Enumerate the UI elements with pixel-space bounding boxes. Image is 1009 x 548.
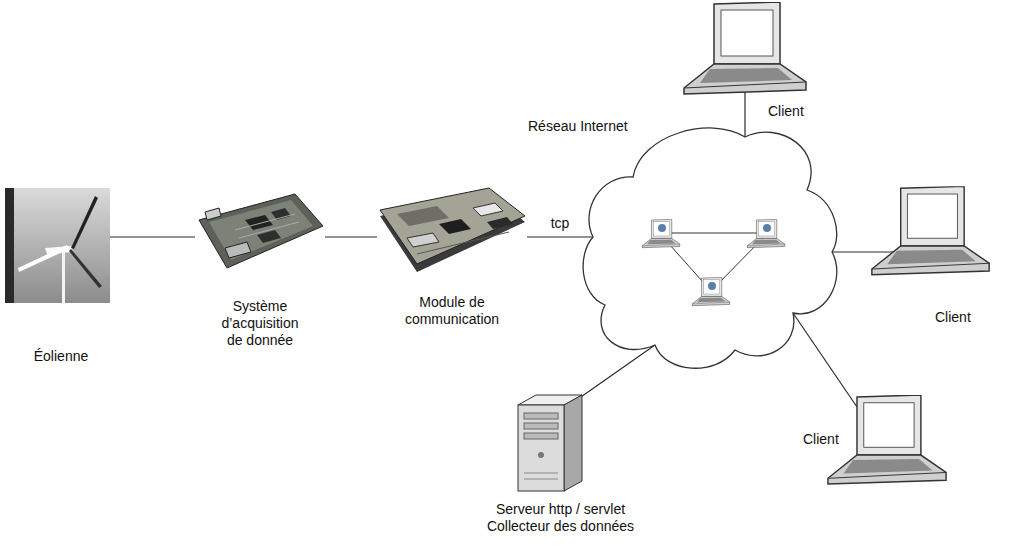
connector-line [793,313,857,407]
connector-line [325,236,377,237]
connector-line [578,345,655,399]
internet-cloud: Réseau Internet [585,105,835,375]
connector-line [527,236,593,237]
client-laptop: Client [865,186,1003,328]
client-laptop-picture [868,186,993,278]
device-caption: Module de communication [392,294,512,328]
edge-label-holder: tcp [549,215,572,232]
client-laptop: Client [800,393,952,495]
client-laptop: Client [680,2,815,122]
connector-line [832,251,895,252]
acquisition-board: Système d’acquisition de donnée [190,190,330,352]
network-label: Réseau Internet [528,118,640,135]
device-caption: Client [935,309,985,326]
server-tower-picture [508,393,588,493]
connector-line [110,236,195,237]
http-server: Serveur http / servlet Collecteur des do… [468,393,653,545]
device-caption: Client [768,103,814,120]
client-laptop-picture [824,395,950,487]
internet-cloud-outline [585,105,835,375]
device-caption: Client [803,431,849,448]
edge-label: tcp [549,215,572,232]
acquisition-board-picture [195,190,325,272]
wind-turbine-picture [5,188,110,303]
wind-turbine: Éolienne [5,188,117,368]
connector-line [744,91,745,137]
communication-module-picture [377,188,527,276]
communication-module: Module de communication [372,188,532,333]
device-caption: Éolienne [5,348,117,365]
device-caption: Système d’acquisition de donnée [215,298,305,348]
device-caption: Serveur http / servlet Collecteur des do… [468,501,653,535]
client-laptop-picture [680,2,810,97]
